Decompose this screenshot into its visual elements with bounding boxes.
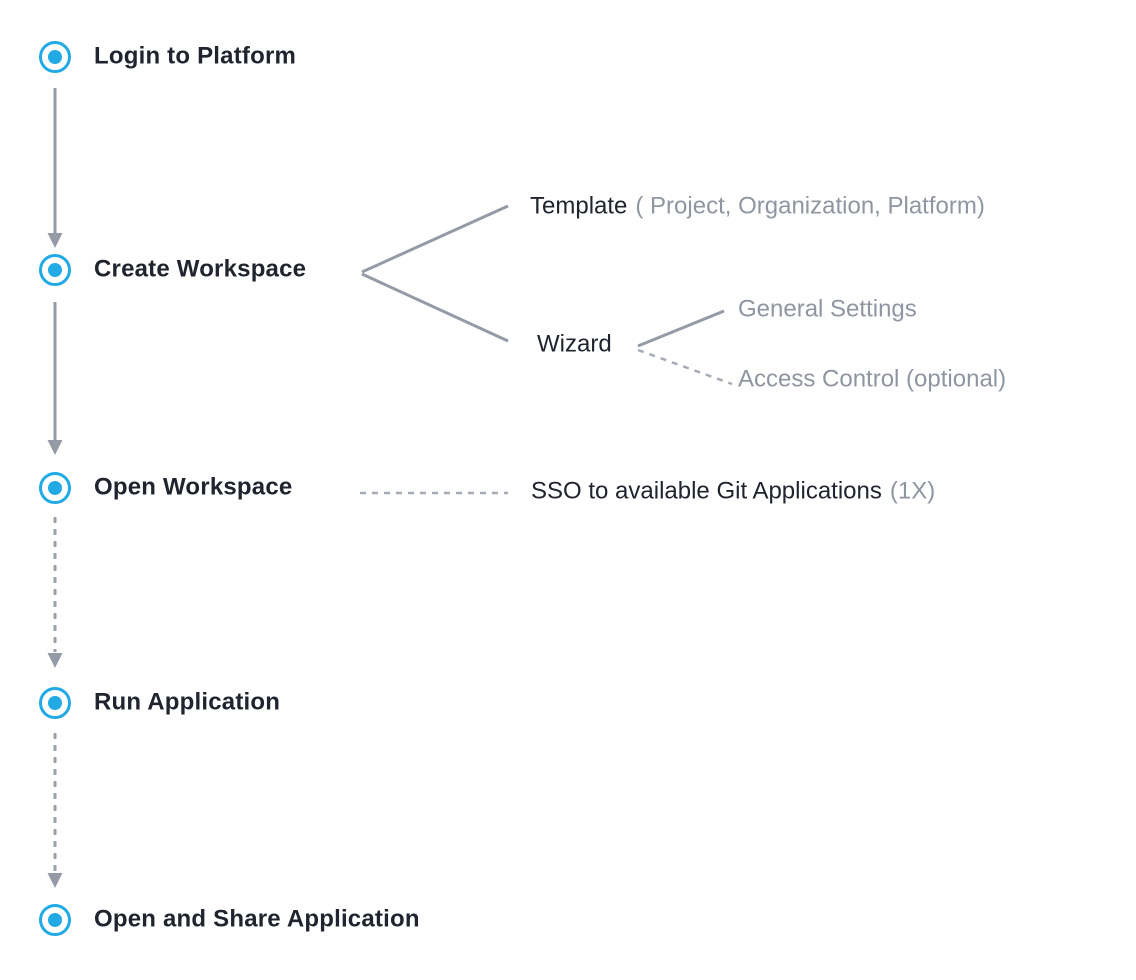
branch-wizard-to-general-settings xyxy=(637,309,725,348)
step-create-workspace-label: Create Workspace xyxy=(94,255,307,283)
step-open-workspace-label: Open Workspace xyxy=(94,473,293,501)
radio-icon xyxy=(39,904,71,936)
arrowhead-open-to-run xyxy=(47,653,63,668)
template-label: Template xyxy=(530,192,628,220)
step-open-share-application-label: Open and Share Application xyxy=(94,905,420,933)
sso-note: (1X) xyxy=(889,477,936,505)
sso-annotation: SSO to available Git Applications(1X) xyxy=(531,478,935,507)
radio-icon xyxy=(39,472,71,504)
step-run-application-label: Run Application xyxy=(94,688,281,716)
arrowhead-run-to-share xyxy=(47,873,63,888)
template-note: ( Project, Organization, Platform) xyxy=(635,192,985,220)
wizard-child-general-settings: General Settings xyxy=(738,295,917,323)
radio-icon xyxy=(39,41,71,73)
radio-icon xyxy=(39,254,71,286)
branch-wizard-to-access-control xyxy=(637,348,733,386)
wizard-label: Wizard xyxy=(537,330,612,358)
step-login-label: Login to Platform xyxy=(94,42,297,70)
arrowhead-create-to-open xyxy=(47,440,63,455)
wizard-child-access-control: Access Control (optional) xyxy=(738,365,1007,393)
template-branch-label: Template( Project, Organization, Platfor… xyxy=(530,193,985,222)
branch-create-to-wizard xyxy=(361,272,509,343)
sso-label: SSO to available Git Applications xyxy=(531,477,882,505)
branch-create-to-template xyxy=(361,204,509,274)
radio-icon xyxy=(39,687,71,719)
arrowhead-login-to-create xyxy=(47,233,63,248)
